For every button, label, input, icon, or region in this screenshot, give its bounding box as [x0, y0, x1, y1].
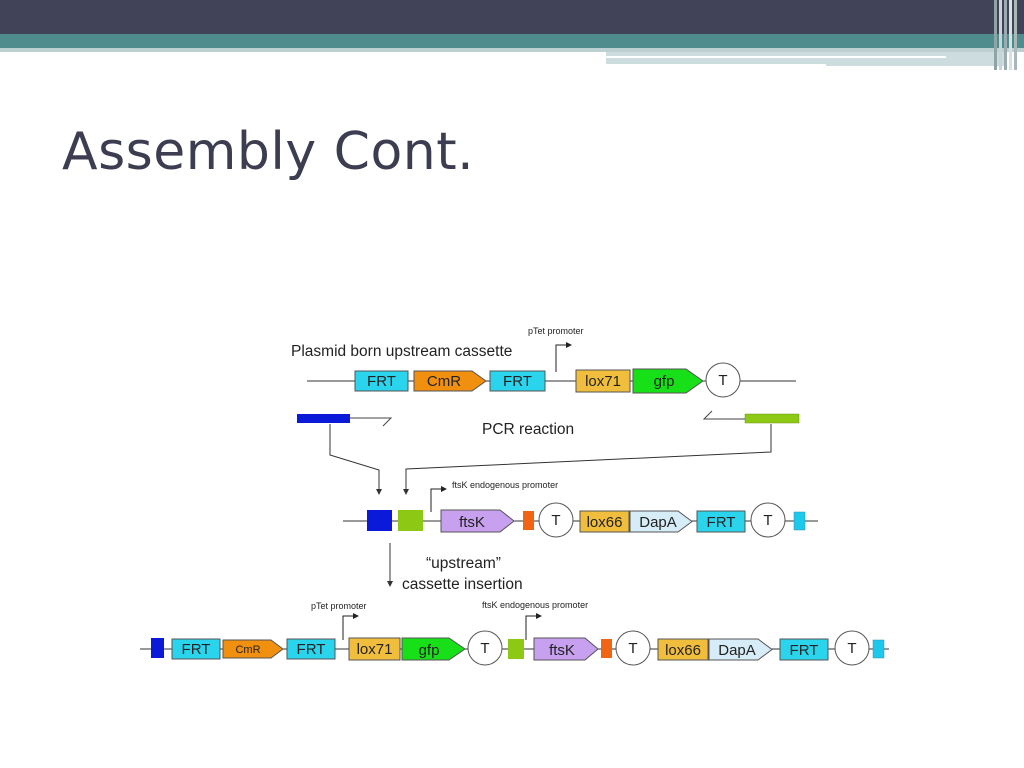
slide-title: Assembly Cont. — [62, 122, 475, 182]
row3-lox71: lox71 — [348, 637, 401, 661]
pcr-primer-blue-tail — [350, 417, 393, 427]
row2-promoter-arrow — [430, 488, 441, 512]
green-homology-flow — [403, 424, 772, 495]
row2-dapa: DapA — [629, 510, 693, 533]
row1-frt-2-label: FRT — [503, 373, 532, 390]
row2-terminator-1-label: T — [551, 512, 560, 529]
row3-green-homology — [508, 639, 524, 659]
row3-promoter1-arrowhead — [353, 613, 359, 619]
row3-promoter1-arrow — [342, 615, 353, 640]
row2-lox66-label: lox66 — [587, 514, 623, 531]
row1-frt-1: FRT — [354, 370, 409, 392]
header-light-bar — [0, 48, 1024, 52]
row2-dapa-label: DapA — [639, 514, 677, 531]
pcr-primer-green-tail — [702, 410, 745, 420]
row2-terminator-2: T — [750, 502, 786, 538]
row3-lox66: lox66 — [657, 638, 709, 661]
row3-frt-1-label: FRT — [182, 641, 211, 658]
row3-gfp: gfp — [401, 637, 466, 661]
blue-homology-flow — [329, 424, 382, 495]
row3-promoter2-arrow — [525, 615, 536, 640]
row1-promoter-arrow — [555, 344, 566, 372]
row1-gfp-label: gfp — [654, 373, 675, 390]
insertion-label-line1: “upstream” — [426, 555, 501, 572]
row3-dapa-label: DapA — [718, 642, 756, 659]
row1-promoter-label: pTet promoter — [528, 326, 584, 336]
row3-end-site — [872, 639, 885, 659]
row3-terminator-1-label: T — [480, 640, 489, 657]
row3-orange-site — [601, 639, 612, 658]
header-accent-line-2 — [606, 64, 826, 66]
row3-ftsk-label: ftsK — [549, 642, 575, 659]
row2-frt-label: FRT — [707, 514, 736, 531]
header-stripe — [1004, 0, 1007, 70]
row3-terminator-3-label: T — [847, 640, 856, 657]
row1-frt-1-label: FRT — [367, 373, 396, 390]
row3-frt-3: FRT — [779, 638, 829, 661]
row3-promoter2-label: ftsK endogenous promoter — [482, 600, 588, 610]
row3-terminator-2: T — [615, 630, 651, 666]
row1-label: Plasmid born upstream cassette — [291, 343, 512, 360]
header-stripe — [1009, 0, 1012, 70]
row3-frt-1: FRT — [171, 638, 221, 660]
row1-cmr: CmR — [413, 370, 487, 392]
row3-terminator-2-label: T — [628, 640, 637, 657]
row1-lox71: lox71 — [575, 369, 631, 393]
row3-frt-3-label: FRT — [790, 642, 819, 659]
row3-terminator-1: T — [467, 630, 503, 666]
row2-green-homology — [398, 510, 423, 531]
row3-blue-homology — [151, 638, 164, 658]
header-decoration — [0, 0, 1024, 70]
row1-terminator: T — [705, 362, 741, 398]
insertion-label-line2: cassette insertion — [402, 576, 523, 593]
row1-terminator-label: T — [718, 372, 727, 389]
row1-frt-2: FRT — [489, 370, 546, 392]
row1-lox71-label: lox71 — [585, 373, 621, 390]
row2-orange-site — [523, 511, 534, 530]
header-stripe — [999, 0, 1002, 70]
row2-terminator-1: T — [538, 502, 574, 538]
row2-ftsk: ftsK — [440, 509, 515, 533]
row2-terminator-2-label: T — [763, 512, 772, 529]
row1-gfp: gfp — [632, 368, 704, 394]
row2-end-site — [793, 511, 806, 531]
row3-gfp-label: gfp — [419, 642, 440, 659]
row3-ftsk: ftsK — [533, 637, 599, 661]
pcr-primer-blue — [297, 414, 350, 423]
header-teal-bar — [0, 34, 1024, 48]
row2-promoter-arrowhead — [441, 486, 447, 492]
row1-promoter-arrowhead — [566, 342, 572, 348]
row2-promoter-label: ftsK endogenous promoter — [452, 480, 558, 490]
row3-lox66-label: lox66 — [665, 642, 701, 659]
row3-promoter1-label: pTet promoter — [311, 601, 367, 611]
header-stripe — [994, 0, 997, 70]
header-stripe — [1014, 0, 1017, 70]
header-dark-bar — [0, 0, 1024, 34]
row3-cmr-label: CmR — [235, 644, 260, 656]
row3-terminator-3: T — [834, 630, 870, 666]
header-accent-line — [606, 56, 946, 58]
row2-ftsk-label: ftsK — [459, 514, 485, 531]
row3-frt-2: FRT — [286, 638, 336, 660]
pcr-primer-green — [744, 413, 800, 424]
row3-cmr: CmR — [222, 639, 284, 659]
row3-promoter2-arrowhead — [536, 613, 542, 619]
row3-frt-2-label: FRT — [297, 641, 326, 658]
row2-lox66: lox66 — [579, 510, 630, 533]
row2-frt: FRT — [696, 510, 746, 533]
row1-cmr-label: CmR — [427, 373, 461, 390]
pcr-label: PCR reaction — [482, 421, 574, 438]
row3-lox71-label: lox71 — [357, 641, 393, 658]
row2-blue-homology — [367, 510, 392, 531]
header-accent-bar — [606, 52, 1006, 66]
row3-dapa: DapA — [708, 638, 773, 661]
